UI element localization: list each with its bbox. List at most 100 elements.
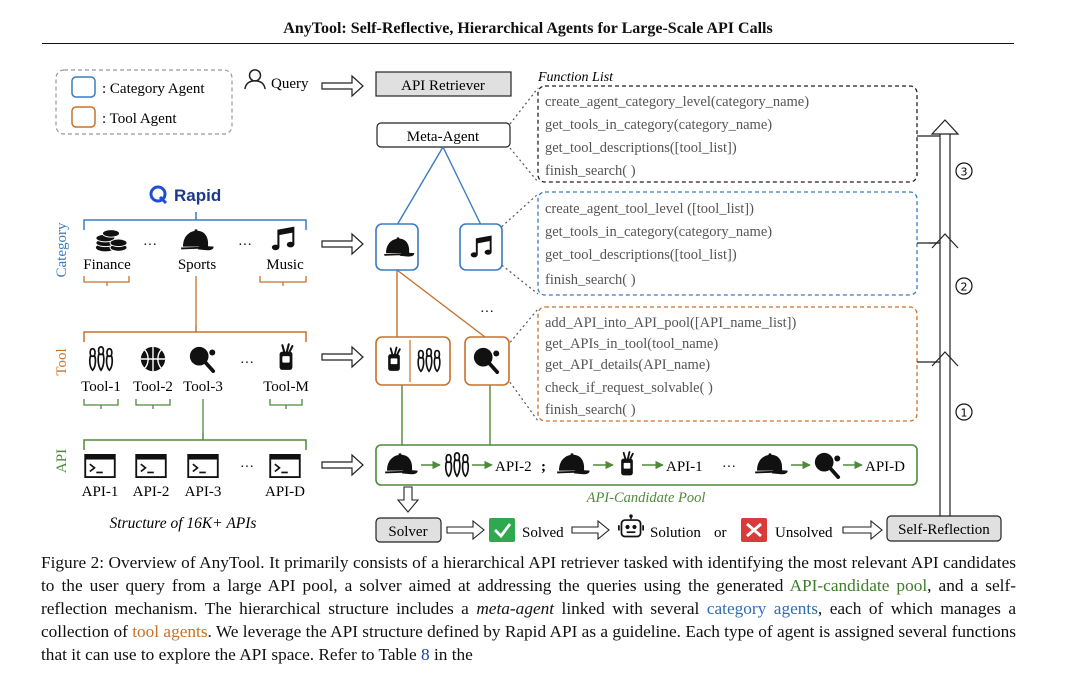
caption-tool-agents-link[interactable]: tool agents [132,622,208,641]
api-d-label: API-D [265,484,305,500]
step-1: 1 [961,407,968,420]
meta-function-1: create_agent_category_level(category_nam… [545,94,809,110]
pool-api-d: API-D [865,459,905,475]
solved-arrow [571,519,610,541]
legend-box: : Category Agent : Tool Agent [55,69,233,135]
api-ellipsis: ··· [240,460,254,475]
self-reflection-label: Self-Reflection [898,522,990,538]
tool-to-pool-edges [401,385,491,445]
cap-icon [180,228,215,252]
unsolved-arrow [842,519,883,541]
api-1-icon [84,454,116,478]
rapid-brand-text: Rapid [174,186,221,205]
tool-ellipsis: ··· [240,356,254,371]
toolm-api-bracket [269,399,303,409]
step-2: 2 [961,281,968,294]
step-badges: 3 2 1 [955,162,973,421]
caption-text-5: . We leverage the API structure defined … [41,622,1016,664]
tree-ellipsis: ··· [480,305,494,320]
caption-text-6: in the [429,645,473,664]
api-3-icon [187,454,219,478]
tool-2-label: Tool-2 [133,379,173,395]
api-candidate-pool-label: API-Candidate Pool [586,490,706,506]
api-1-label: API-1 [82,484,119,500]
tool-function-5: finish_search( ) [545,402,636,418]
caption-meta-agent: meta-agent [476,599,555,618]
api-retriever-label: API Retriever [401,78,485,94]
checkmark-glyph [494,523,512,539]
caption-pool-link[interactable]: API-candidate pool [789,576,928,595]
tool-function-list: add_API_into_API_pool([API_name_list]) g… [537,306,918,422]
basketball-icon [140,346,166,372]
caption-text-1: Figure 2: Overview of AnyTool. It primar… [41,553,1016,595]
pool-separator: ; [541,459,546,475]
finance-tool-bracket [83,276,130,286]
self-reflection-box [886,515,1002,542]
function-list-connectors [497,87,539,422]
tool-function-1: add_API_into_API_pool([API_name_list]) [545,315,796,331]
meta-function-list: create_agent_category_level(category_nam… [537,85,918,183]
music-note-icon [270,226,296,252]
solver-label: Solver [388,524,427,540]
category-function-list: create_agent_tool_level ([tool_list]) ge… [537,191,918,296]
pool-to-solver-arrow [396,486,420,513]
legend-tool-label: : Tool Agent [102,111,177,127]
cross-glyph [746,522,762,538]
music-tool-bracket [259,276,307,286]
tool-bracket [83,325,307,342]
solver-arrow [446,519,485,541]
running-header: AnyTool: Self-Reflective, Hierarchical A… [283,20,773,37]
api-bracket [83,433,307,450]
row-label-api: API [54,449,70,473]
structure-caption: Structure of 16K+ APIs [110,515,257,532]
level-arrows [321,232,364,477]
tool2-api-bracket [135,399,171,409]
caption-table-ref-link[interactable]: 8 [420,645,430,664]
golf-bag-icon [278,343,294,371]
row-label-tool: Tool [54,348,70,375]
category-function-3: get_tool_descriptions([tool_list]) [545,247,737,263]
tool-function-3: get_API_details(API_name) [545,357,710,373]
pool-contents: API-2 ; API-1 ··· API-D [384,451,905,479]
pool-api-2: API-2 [495,459,532,475]
meta-function-2: get_tools_in_category(category_name) [545,117,772,133]
unsolved-label: Unsolved [775,525,833,541]
header-rule [42,43,1014,44]
caption-category-agents-link[interactable]: category agents [706,599,818,618]
legend-category-swatch [71,76,96,98]
caption-text-4: , each of which manages a collection of [41,599,1016,641]
tool-m-label: Tool-M [263,379,309,395]
legend-category-label: : Category Agent [102,81,205,97]
meta-agent-label: Meta-Agent [407,129,480,145]
tool-3-label: Tool-3 [183,379,223,395]
robot-icon [618,514,644,538]
tool-function-2: get_APIs_in_tool(tool_name) [545,336,718,352]
row-label-category: Category [54,222,70,277]
category-bracket [83,212,307,230]
api-retriever-box [375,71,512,97]
meta-function-3: get_tool_descriptions([tool_list]) [545,140,737,156]
api-2-icon [135,454,167,478]
solver-box [375,517,442,543]
overview-figure: : Category Agent : Tool Agent Query API … [54,69,1002,543]
api-3-label: API-3 [185,484,222,500]
coins-icon [95,229,128,252]
solution-label: Solution [650,525,701,541]
pool-api-1: API-1 [666,459,703,475]
caption-text-2: , and a self-reflection mechanism. The h… [41,576,1016,618]
feedback-arrows [917,119,960,516]
tool-function-4: check_if_request_solvable( ) [545,380,713,396]
category-ellipsis-2: ··· [238,238,252,253]
api-d-icon [269,454,301,478]
category-finance: Finance [83,257,131,273]
api-2-label: API-2 [133,484,170,500]
legend-tool-swatch [71,106,96,128]
category-to-tool-edges [396,269,486,338]
category-agent-music [459,223,503,271]
category-function-2: get_tools_in_category(category_name) [545,224,772,240]
category-function-4: finish_search( ) [545,272,636,288]
query-label: Query [271,76,309,92]
category-function-1: create_agent_tool_level ([tool_list]) [545,201,754,217]
solved-label: Solved [522,525,564,541]
bowling-icon [88,345,114,372]
